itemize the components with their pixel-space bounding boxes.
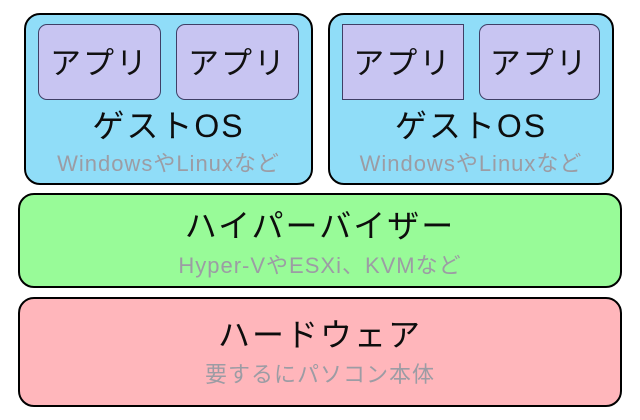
- app-label: アプリ: [188, 45, 287, 81]
- app-box: アプリ: [176, 24, 299, 100]
- hardware-note: 要するにパソコン本体: [204, 362, 435, 387]
- guest-os-note: WindowsやLinuxなど: [57, 151, 280, 176]
- guest-os-stack-right: アプリ アプリ ゲストOS WindowsやLinuxなど: [328, 13, 614, 185]
- hardware-label: ハードウェア: [217, 317, 422, 353]
- app-box: アプリ: [342, 24, 464, 100]
- hypervisor-layer: ハイパーバイザー Hyper-VやESXi、KVMなど: [18, 193, 622, 288]
- apps-row: アプリ アプリ: [342, 24, 600, 100]
- app-box: アプリ: [38, 24, 161, 100]
- app-label: アプリ: [353, 45, 453, 81]
- hardware-layer: ハードウェア 要するにパソコン本体: [18, 297, 622, 407]
- guest-os-label: ゲストOS: [92, 108, 245, 144]
- app-label: アプリ: [50, 45, 149, 81]
- app-label: アプリ: [489, 45, 589, 81]
- guest-os-label: ゲストOS: [394, 108, 548, 144]
- guest-os-stack-left: アプリ アプリ ゲストOS WindowsやLinuxなど: [24, 13, 313, 185]
- guest-os-note: WindowsやLinuxなど: [359, 151, 583, 176]
- hypervisor-note: Hyper-VやESXi、KVMなど: [178, 252, 462, 278]
- apps-row: アプリ アプリ: [38, 24, 299, 100]
- hypervisor-label: ハイパーバイザー: [184, 207, 456, 244]
- app-box: アプリ: [478, 24, 600, 100]
